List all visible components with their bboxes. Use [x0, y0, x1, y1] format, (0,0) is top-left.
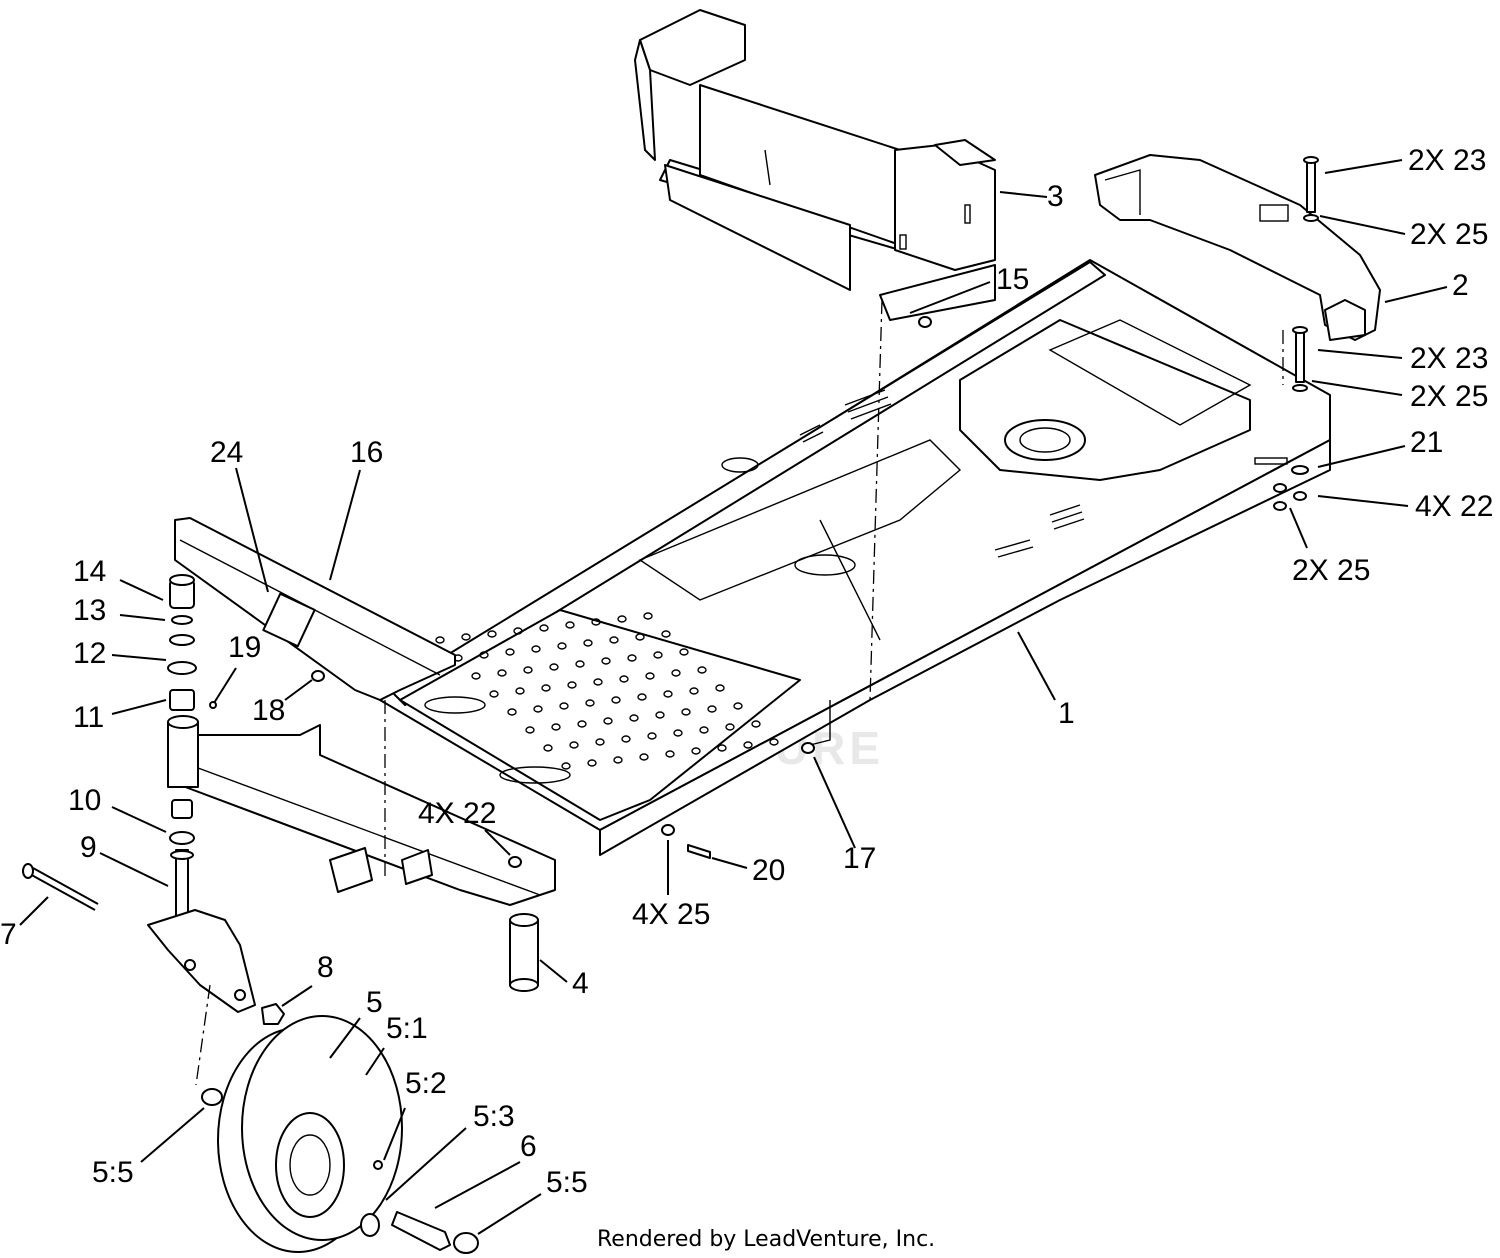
part-7-bolt	[22, 863, 99, 911]
callout-c-11: 11	[73, 701, 104, 734]
callout-c-4x22-left: 4X 22	[418, 797, 496, 830]
callout-c-8: 8	[317, 951, 334, 984]
callout-c-7: 7	[0, 918, 17, 951]
leader-lines	[19, 159, 1448, 1235]
callout-c-17: 17	[843, 842, 876, 875]
callout-c-3: 3	[1047, 180, 1064, 213]
part-9-caster-fork	[147, 849, 256, 1013]
callout-c-2x23-mid: 2X 23	[1410, 342, 1488, 375]
callout-c-4: 4	[572, 967, 589, 1000]
floor-holes	[435, 612, 779, 770]
callout-c-19: 19	[228, 631, 261, 664]
callout-c-18: 18	[252, 694, 285, 727]
callout-c-10: 10	[68, 784, 101, 817]
hardware-fasteners	[209, 156, 1319, 868]
part-2-rear-bumper	[1094, 154, 1381, 341]
alignment-lines	[195, 299, 1284, 1086]
callout-c-5: 5	[366, 986, 383, 1019]
callout-c-1: 1	[1058, 697, 1075, 730]
part-1-main-frame	[379, 259, 1331, 856]
callout-c-15: 15	[996, 263, 1029, 296]
part-5-wheel	[201, 1015, 479, 1254]
callout-c-4x22-right: 4X 22	[1415, 490, 1493, 523]
callout-c-2x23-top: 2X 23	[1408, 144, 1486, 177]
callout-c-13: 13	[73, 594, 106, 627]
callout-c-5-1: 5:1	[386, 1012, 428, 1045]
footer-credit: Rendered by LeadVenture, Inc.	[597, 1227, 935, 1252]
part-3-seat-bracket	[634, 9, 996, 321]
callout-c-21: 21	[1410, 426, 1443, 459]
callout-c-14: 14	[73, 555, 106, 588]
callout-c-5-3: 5:3	[473, 1100, 515, 1133]
callout-c-4x25: 4X 25	[632, 898, 710, 931]
callout-c-20: 20	[752, 854, 785, 887]
callout-c-12: 12	[73, 637, 106, 670]
callout-c-2x25-mid: 2X 25	[1410, 380, 1488, 413]
callout-c-5-5-right: 5:5	[546, 1166, 588, 1199]
callout-c-5-5-left: 5:5	[92, 1156, 134, 1189]
callout-c-16: 16	[350, 436, 383, 469]
callout-c-2x25-top: 2X 25	[1410, 218, 1488, 251]
callout-c-6: 6	[520, 1130, 537, 1163]
part-8-nut	[261, 1003, 285, 1025]
callout-c-5-2: 5:2	[405, 1067, 447, 1100]
callout-c-24: 24	[210, 436, 243, 469]
part-4-front-axle	[167, 715, 556, 992]
caster-hardware	[167, 574, 197, 860]
part-16-front-plate	[174, 517, 456, 701]
callout-c-2x25-low: 2X 25	[1292, 554, 1370, 587]
callout-c-9: 9	[80, 831, 97, 864]
callout-c-2: 2	[1452, 269, 1469, 302]
